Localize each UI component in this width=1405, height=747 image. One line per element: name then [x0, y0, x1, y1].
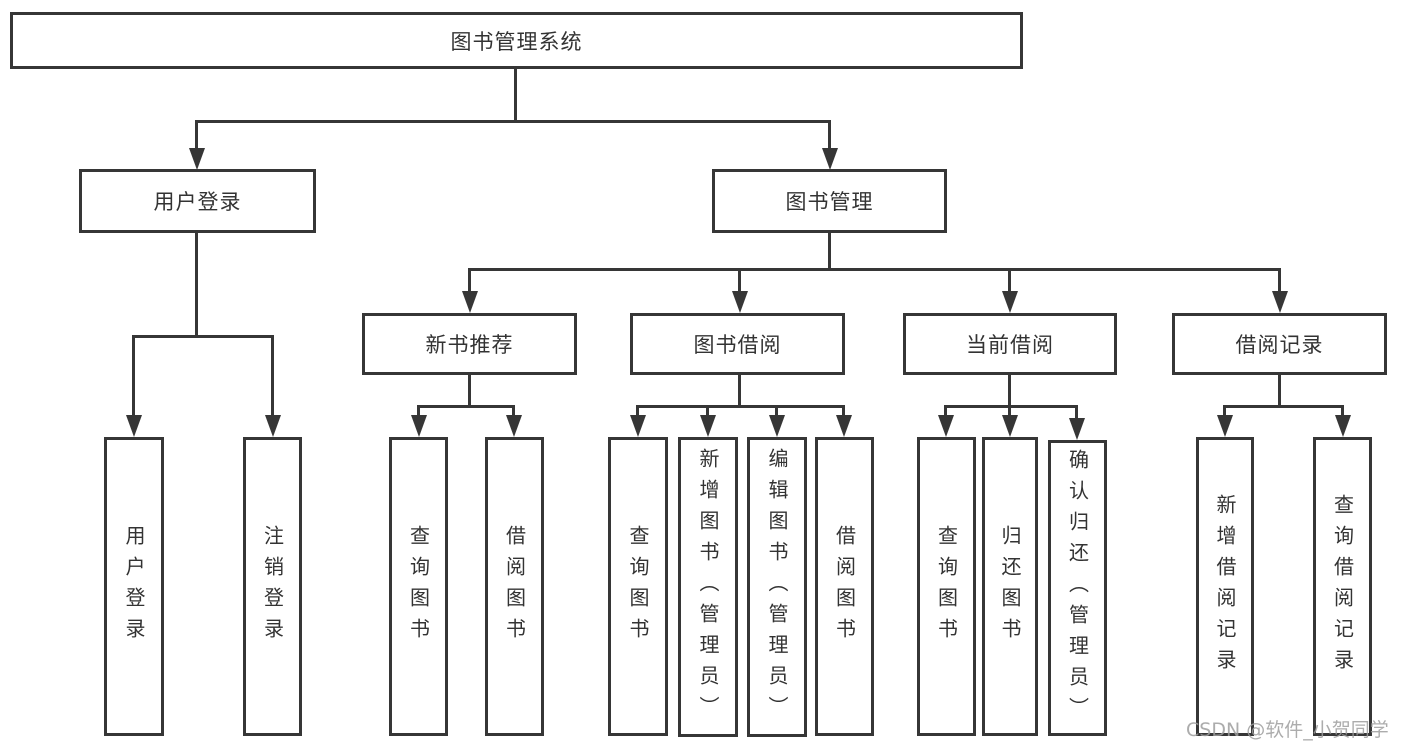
connector-drop-new-book — [468, 268, 471, 293]
leaf-query-books-2-label: 查询图书 — [626, 524, 650, 649]
node-current-borrow-label: 当前借阅 — [966, 333, 1054, 357]
leaf-borrow-books-2-label: 借阅图书 — [832, 524, 857, 649]
arrowhead-book-borrow — [732, 291, 748, 313]
node-user-login-label: 用户登录 — [153, 190, 242, 214]
connector-drop-g2-leaf1 — [636, 405, 639, 417]
connector-user-login-bar — [132, 335, 274, 338]
connector-new-book-bar — [417, 405, 515, 408]
leaf-query-borrow-record-label: 查询借阅记录 — [1330, 493, 1355, 680]
connector-drop-g2-leaf2 — [706, 405, 709, 417]
connector-drop-login-leaf — [132, 335, 135, 417]
connector-drop-g3-leaf2 — [1008, 405, 1011, 417]
leaf-edit-books-admin: 编辑图书（管理员） — [747, 437, 807, 737]
connector-drop-g3-leaf1 — [944, 405, 947, 417]
connector-drop-borrow-records — [1278, 268, 1281, 293]
arrowhead-user-login — [189, 148, 205, 170]
arrowhead-book-management — [822, 148, 838, 170]
arrowhead-g1-leaf2 — [506, 415, 522, 437]
connector-root-bar — [195, 120, 831, 123]
connector-drop-g3-leaf3 — [1075, 405, 1078, 420]
arrowhead-current-borrow — [1002, 291, 1018, 313]
leaf-query-books-3-label: 查询图书 — [934, 524, 959, 649]
arrowhead-g3-leaf1 — [938, 415, 954, 437]
connector-drop-g2-leaf4 — [842, 405, 845, 417]
leaf-query-books-1-label: 查询图书 — [406, 524, 431, 649]
arrowhead-new-book — [462, 291, 478, 313]
node-root: 图书管理系统 — [10, 12, 1023, 69]
leaf-add-books-admin: 新增图书（管理员） — [678, 437, 738, 737]
leaf-confirm-return-admin-label: 确认归还（管理员） — [1065, 448, 1090, 728]
leaf-confirm-return-admin: 确认归还（管理员） — [1048, 440, 1107, 736]
arrowhead-logout-leaf — [265, 415, 281, 437]
node-book-borrow-label: 图书借阅 — [693, 333, 782, 357]
node-current-borrow: 当前借阅 — [903, 313, 1117, 375]
connector-drop-g1-leaf2 — [512, 405, 515, 417]
leaf-borrow-books-1: 借阅图书 — [485, 437, 544, 736]
arrowhead-login-leaf — [126, 415, 142, 437]
connector-drop-g1-leaf1 — [417, 405, 420, 417]
leaf-borrow-books-1-label: 借阅图书 — [502, 524, 527, 649]
connector-drop-g2-leaf3 — [775, 405, 778, 417]
connector-book-borrow-stem — [738, 375, 741, 405]
arrowhead-g2-leaf1 — [630, 415, 646, 437]
connector-drop-current-borrow — [1008, 268, 1011, 293]
connector-user-login-stem — [195, 233, 198, 335]
arrowhead-g3-leaf3 — [1069, 418, 1085, 440]
leaf-add-books-admin-label: 新增图书（管理员） — [696, 447, 720, 727]
connector-new-book-stem — [468, 375, 471, 405]
leaf-return-books: 归还图书 — [982, 437, 1038, 736]
leaf-user-login: 用户登录 — [104, 437, 164, 736]
connector-root-stem — [514, 68, 517, 120]
connector-drop-g4-leaf2 — [1341, 405, 1344, 417]
leaf-add-borrow-record: 新增借阅记录 — [1196, 437, 1254, 736]
arrowhead-g2-leaf2 — [700, 415, 716, 437]
node-book-management: 图书管理 — [712, 169, 947, 233]
leaf-edit-books-admin-label: 编辑图书（管理员） — [765, 447, 789, 727]
node-borrow-records-label: 借阅记录 — [1235, 333, 1324, 357]
arrowhead-g4-leaf2 — [1335, 415, 1351, 437]
connector-level3-bar — [468, 268, 1281, 271]
connector-book-management-stem — [828, 233, 831, 268]
node-new-book-recommend-label: 新书推荐 — [425, 333, 514, 357]
leaf-add-borrow-record-label: 新增借阅记录 — [1213, 493, 1237, 680]
arrowhead-g2-leaf4 — [836, 415, 852, 437]
node-user-login: 用户登录 — [79, 169, 316, 233]
leaf-logout: 注销登录 — [243, 437, 302, 736]
connector-drop-logout-leaf — [271, 335, 274, 417]
connector-drop-book-management — [828, 120, 831, 150]
arrowhead-borrow-records — [1272, 291, 1288, 313]
node-borrow-records: 借阅记录 — [1172, 313, 1387, 375]
leaf-logout-label: 注销登录 — [260, 524, 285, 649]
leaf-user-login-label: 用户登录 — [122, 524, 146, 649]
leaf-query-books-3: 查询图书 — [917, 437, 976, 736]
node-new-book-recommend: 新书推荐 — [362, 313, 577, 375]
node-book-borrow: 图书借阅 — [630, 313, 845, 375]
connector-borrow-records-bar — [1223, 405, 1344, 408]
connector-borrow-records-stem — [1278, 375, 1281, 405]
leaf-borrow-books-2: 借阅图书 — [815, 437, 874, 736]
csdn-watermark: CSDN @软件_小贺同学 — [1186, 719, 1389, 741]
arrowhead-g3-leaf2 — [1002, 415, 1018, 437]
leaf-query-books-2: 查询图书 — [608, 437, 668, 736]
connector-drop-user-login — [195, 120, 198, 150]
arrowhead-g2-leaf3 — [769, 415, 785, 437]
arrowhead-g4-leaf1 — [1217, 415, 1233, 437]
arrowhead-g1-leaf1 — [411, 415, 427, 437]
leaf-query-books-1: 查询图书 — [389, 437, 448, 736]
connector-current-borrow-bar — [944, 405, 1078, 408]
connector-current-borrow-stem — [1008, 375, 1011, 405]
node-book-management-label: 图书管理 — [785, 190, 874, 214]
connector-drop-g4-leaf1 — [1223, 405, 1226, 417]
connector-book-borrow-bar — [636, 405, 845, 408]
connector-drop-book-borrow — [738, 268, 741, 293]
leaf-return-books-label: 归还图书 — [998, 524, 1022, 649]
leaf-query-borrow-record: 查询借阅记录 — [1313, 437, 1372, 736]
node-root-label: 图书管理系统 — [450, 29, 583, 54]
